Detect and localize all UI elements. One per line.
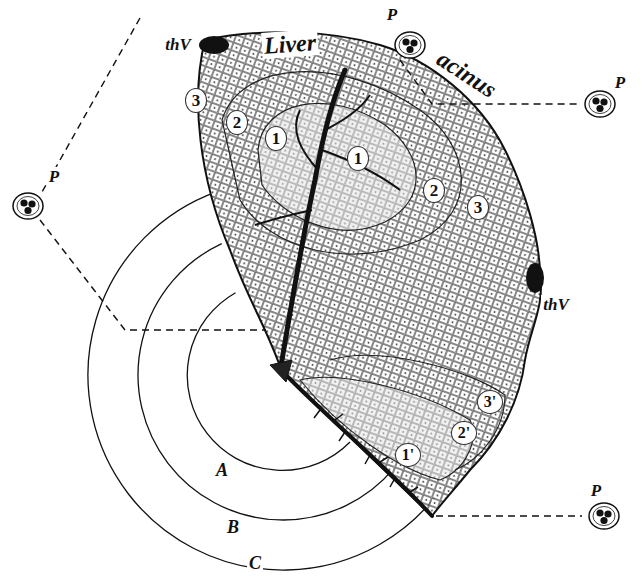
portal-space [585,91,615,117]
zone-label: C [247,553,263,573]
vessel-label: P [47,167,61,186]
callout-number: 3' [477,390,503,414]
vessel-label: P [613,73,627,92]
zone-label: A [214,460,230,480]
zone-1-prime [300,377,473,480]
portal-tract [270,360,292,382]
vessel-label: P [589,481,603,500]
zone-2-prime [330,355,505,470]
callout-number: 1 [347,146,370,171]
dashed-line [40,18,582,516]
vessel-label: thV [163,35,193,54]
callout-number: 2' [451,421,477,445]
acinus-outline [198,32,541,516]
portal-space [395,32,425,58]
axial-vessel [280,70,345,372]
callout-number: 2 [423,178,446,203]
callout-number: 3 [467,195,490,220]
portal-space [589,503,619,529]
hepatic-venule [199,36,229,54]
portal-space [13,193,43,219]
vessel-label: thV [541,295,571,314]
axial-vessel [283,372,432,516]
vessel-label: P [385,5,399,24]
zone-2 [222,72,461,254]
callout-number: 2 [226,110,249,135]
hepatic-venule [526,263,544,293]
zone-label: B [225,517,241,537]
vessel-branch [255,95,400,225]
title-text: Liver [261,29,319,59]
callout-number: 1 [265,126,288,151]
callout-number: 3 [185,88,208,113]
callout-number: 1' [395,443,421,467]
